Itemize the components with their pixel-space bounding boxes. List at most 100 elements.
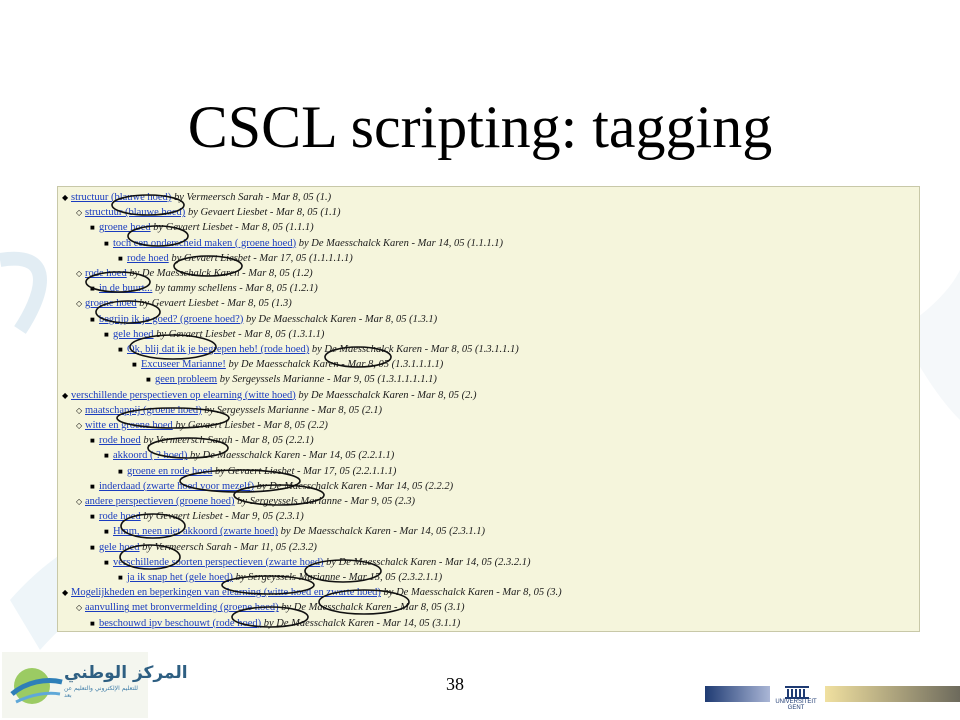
thread-post-link[interactable]: groene en rode hoed bbox=[127, 465, 213, 477]
thread-bullet-icon: ■ bbox=[132, 360, 137, 370]
thread-post-row: ■ Hmm, neen niet akkoord (zwarte hoed) by… bbox=[104, 524, 485, 539]
thread-post-meta: by De Maesschalck Karen - Mar 8, 05 (1.3… bbox=[309, 344, 519, 355]
thread-post-link[interactable]: witte en groene hoed bbox=[85, 420, 173, 431]
thread-post-row: ◇maatschappij (groene hoed) by Sergeysse… bbox=[76, 403, 382, 418]
university-building-icon bbox=[785, 686, 809, 699]
thread-post-meta: by Vermeersch Sarah - Mar 8, 05 (1.) bbox=[171, 192, 332, 203]
thread-post-meta: by Sergeyssels Marianne - Mar 8, 05 (2.1… bbox=[201, 404, 383, 416]
thread-bullet-icon: ◇ bbox=[76, 405, 83, 415]
thread-post-link[interactable]: in de buurt... bbox=[99, 283, 153, 295]
thread-post-link[interactable]: andere perspectieven (groene hoed) bbox=[85, 496, 235, 507]
thread-bullet-icon: ■ bbox=[118, 253, 123, 263]
thread-post-row: ■ gele hoed by Vermeersch Sarah - Mar 11,… bbox=[90, 540, 317, 555]
thread-post-link[interactable]: inderdaad (zwarte hoed voor mezelf) bbox=[99, 480, 255, 492]
thread-bullet-icon: ■ bbox=[90, 284, 95, 294]
thread-post-meta: by De Maesschalck Karen - Mar 14, 05 (1.… bbox=[296, 237, 504, 249]
thread-post-row: ■ toch een onderscheid maken ( groene hoe… bbox=[104, 236, 503, 251]
thread-post-meta: by Gevaert Liesbet - Mar 8, 05 (1.1.1) bbox=[150, 222, 314, 234]
thread-bullet-icon: ■ bbox=[104, 557, 109, 567]
thread-post-meta: by Gevaert Liesbet - Mar 8, 05 (1.1) bbox=[185, 207, 341, 219]
thread-post-meta: by De Maesschalck Karen - Mar 14, 05 (3.… bbox=[261, 617, 461, 629]
thread-post-row: ■ja ik snap het (gele hoed) by Sergeysse… bbox=[118, 570, 442, 585]
logo-arabic-name: المركز الوطني bbox=[64, 663, 188, 683]
thread-post-link[interactable]: maatschappij (groene hoed) bbox=[85, 404, 202, 416]
thread-bullet-icon: ◇ bbox=[76, 497, 83, 506]
thread-post-row: ■ verschillende soorten perspectieven (zw… bbox=[104, 555, 530, 570]
logo-arabic-subtitle: للتعليم الإلكتروني والتعليم عن بعد bbox=[64, 685, 138, 699]
thread-bullet-icon: ◆ bbox=[62, 588, 69, 598]
thread-post-meta: by Gevaert Liesbet - Mar 17, 05 (1.1.1.1… bbox=[168, 252, 353, 264]
page-number: 38 bbox=[446, 674, 464, 694]
thread-post-link[interactable]: verschillende perspectieven op elearning… bbox=[71, 389, 296, 401]
university-name: UNIVERSITEIT GENT bbox=[775, 699, 817, 711]
thread-post-link[interactable]: begrijp ik je goed? (groene hoed?) bbox=[99, 313, 244, 325]
thread-post-link[interactable]: ja ik snap het (gele hoed) bbox=[127, 572, 233, 583]
thread-post-row: ■ in de buurt... by tammy schellens - Mar… bbox=[90, 281, 318, 296]
thread-post-row: ◇andere perspectieven (groene hoed) by S… bbox=[76, 494, 415, 509]
thread-bullet-icon: ■ bbox=[104, 238, 109, 248]
thread-post-meta: by tammy schellens - Mar 8, 05 (1.2.1) bbox=[152, 283, 318, 295]
thread-post-link[interactable]: aanvulling met bronvermelding (groene ho… bbox=[85, 602, 279, 614]
thread-post-row: ◇groene hoed by Gevaert Liesbet - Mar 8,… bbox=[76, 296, 292, 311]
thread-post-link[interactable]: Hmm, neen niet akkoord (zwarte hoed) bbox=[113, 526, 279, 538]
thread-post-link[interactable]: verschillende soorten perspectieven (zwa… bbox=[113, 556, 324, 568]
thread-post-link[interactable]: gele hoed bbox=[113, 328, 154, 340]
thread-post-link[interactable]: gele hoed bbox=[99, 541, 140, 553]
thread-post-link[interactable]: structuur (blauwe hoed) bbox=[85, 207, 186, 219]
thread-post-meta: by Vermeersch Sarah - Mar 11, 05 (2.3.2) bbox=[139, 541, 317, 553]
thread-post-link[interactable]: groene hoed bbox=[85, 298, 137, 310]
thread-post-link[interactable]: Excuseer Marianne! bbox=[141, 359, 226, 371]
thread-post-meta: by Sergeyssels Marianne - Mar 9, 05 (1.3… bbox=[217, 374, 437, 386]
thread-bullet-icon: ■ bbox=[90, 436, 95, 446]
thread-bullet-icon: ◇ bbox=[76, 269, 83, 278]
thread-bullet-icon: ◇ bbox=[76, 421, 83, 430]
thread-post-meta: by Gevaert Liesbet - Mar 8, 05 (2.2) bbox=[172, 420, 328, 431]
thread-post-link[interactable]: Ok, blij dat ik je begrepen heb! (rode h… bbox=[127, 344, 310, 355]
thread-post-meta: by De Maesschalck Karen - Mar 14, 05 (2.… bbox=[187, 450, 395, 462]
thread-post-meta: by De Maesschalck Karen - Mar 8, 05 (3.1… bbox=[278, 602, 465, 614]
thread-post-row: ■begrijp ik je goed? (groene hoed?) by D… bbox=[90, 312, 437, 327]
thread-post-row: ■inderdaad (zwarte hoed voor mezelf) by … bbox=[90, 479, 453, 494]
thread-post-row: ■ groene hoed by Gevaert Liesbet - Mar 8,… bbox=[90, 220, 314, 235]
thread-post-link[interactable]: rode hoed bbox=[99, 435, 141, 447]
thread-post-link[interactable]: beschouwd ipv beschouwt (rode hoed) bbox=[99, 617, 262, 629]
thread-bullet-icon: ■ bbox=[90, 481, 95, 491]
thread-post-link[interactable]: structuur (blauwe hoed) bbox=[71, 192, 172, 203]
thread-post-row: ■gele hoed by Gevaert Liesbet - Mar 8, 0… bbox=[104, 327, 324, 342]
thread-bullet-icon: ■ bbox=[104, 527, 109, 537]
thread-post-row: ■ Excuseer Marianne! by De Maesschalck Ka… bbox=[132, 357, 443, 372]
thread-post-meta: by De Maesschalck Karen - Mar 8, 05 (1.3… bbox=[225, 359, 444, 371]
thread-bullet-icon: ◆ bbox=[62, 193, 69, 202]
thread-post-link[interactable]: Mogelijkheden en beperkingen van elearni… bbox=[71, 587, 381, 599]
thread-post-link[interactable]: rode hoed bbox=[127, 252, 169, 264]
thread-bullet-icon: ■ bbox=[118, 466, 123, 476]
thread-post-row: ■beschouwd ipv beschouwt (rode hoed) by … bbox=[90, 616, 460, 631]
thread-bullet-icon: ■ bbox=[90, 223, 95, 233]
thread-post-row: ■rode hoed by Gevaert Liesbet - Mar 9, 0… bbox=[90, 509, 304, 524]
thread-bullet-icon: ■ bbox=[90, 314, 95, 324]
thread-post-row: ◇aanvulling met bronvermelding (groene h… bbox=[76, 600, 465, 615]
thread-post-meta: by De Maesschalck Karen - Mar 8, 05 (1.2… bbox=[126, 268, 313, 279]
thread-post-row: ■ akkoord ( ? hoed) by De Maesschalck Kar… bbox=[104, 448, 394, 463]
thread-post-link[interactable]: akkoord ( ? hoed) bbox=[113, 450, 188, 462]
thread-bullet-icon: ◇ bbox=[76, 299, 83, 309]
thread-post-link[interactable]: groene hoed bbox=[99, 222, 151, 234]
thread-post-link[interactable]: rode hoed bbox=[99, 511, 141, 523]
thread-post-row: ◇structuur (blauwe hoed) by Gevaert Lies… bbox=[76, 205, 340, 220]
slide-title: CSCL scripting: tagging bbox=[187, 94, 773, 160]
thread-post-row: ■geen probleem by Sergeyssels Marianne -… bbox=[146, 372, 437, 387]
thread-post-link[interactable]: toch een onderscheid maken ( groene hoed… bbox=[113, 237, 297, 249]
thread-bullet-icon: ■ bbox=[90, 512, 95, 522]
thread-post-meta: by De Maesschalck Karen - Mar 14, 05 (2.… bbox=[278, 526, 485, 538]
national-center-logo bbox=[2, 652, 148, 718]
thread-bullet-icon: ■ bbox=[118, 573, 123, 582]
thread-bullet-icon: ■ bbox=[90, 542, 95, 552]
thread-post-meta: by De Maesschalck Karen - Mar 8, 05 (2.) bbox=[295, 389, 477, 401]
thread-post-link[interactable]: geen probleem bbox=[155, 374, 218, 386]
thread-bullet-icon: ◇ bbox=[76, 208, 83, 218]
thread-post-row: ■ rode hoed by Gevaert Liesbet - Mar 17, … bbox=[118, 251, 353, 266]
thread-post-link[interactable]: rode hoed bbox=[85, 268, 127, 279]
thread-bullet-icon: ■ bbox=[104, 451, 109, 461]
thread-bullet-icon: ◇ bbox=[76, 603, 83, 613]
thread-post-row: ■rode hoed by Vermeersch Sarah - Mar 8, … bbox=[90, 433, 314, 448]
